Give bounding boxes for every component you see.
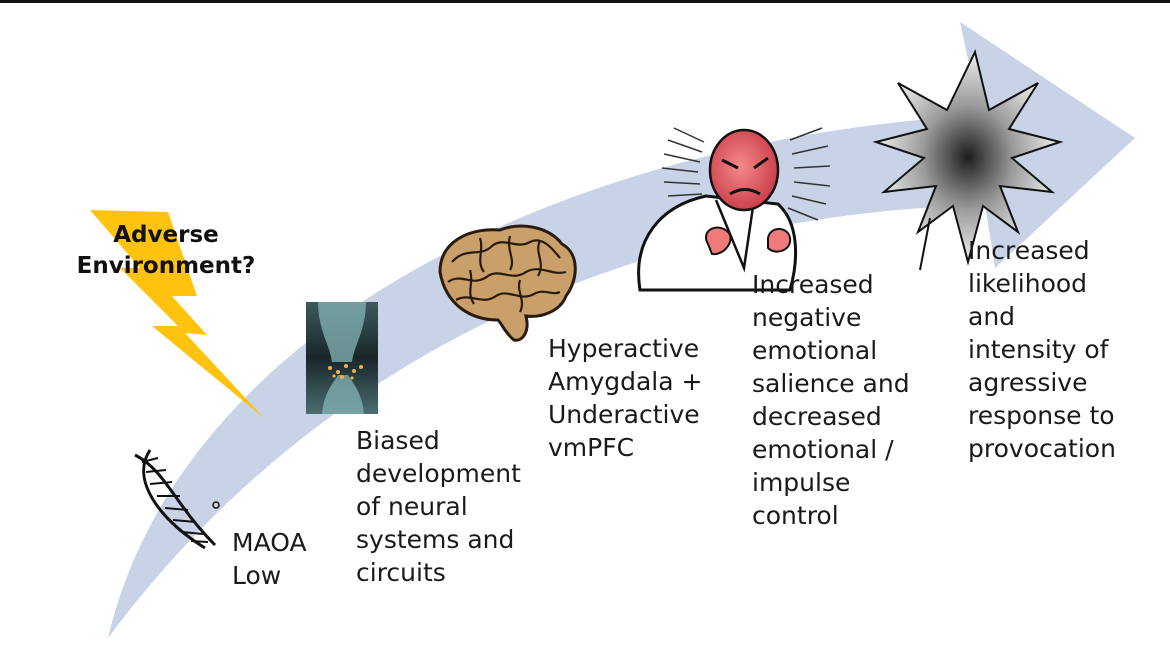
stage-line: Underactive <box>548 400 700 429</box>
stage-biased-development-label: Biased development of neural systems and… <box>356 424 521 589</box>
stage-line: intensity of <box>968 335 1109 364</box>
stage-line: agressive <box>968 368 1088 397</box>
stage-amygdala-label: Hyperactive Amygdala + Underactive vmPFC <box>548 332 702 464</box>
stage-line: control <box>752 501 839 530</box>
lightning-bolt-icon <box>90 210 264 418</box>
stage-line: Hyperactive <box>548 334 700 363</box>
stage-maoa-low-label: MAOA Low <box>232 526 307 592</box>
explosion-star-icon <box>872 49 1064 266</box>
brain-icon <box>438 224 577 342</box>
adverse-line-2: Environment? <box>76 253 256 279</box>
stage-line: development <box>356 459 521 488</box>
stage-line: emotional / <box>752 435 894 464</box>
stage-line: emotional <box>752 336 878 365</box>
stage-line: systems and <box>356 525 515 554</box>
stage-line: salience and <box>752 369 910 398</box>
top-border-rule <box>0 0 1170 3</box>
stage-line: of neural <box>356 492 468 521</box>
stage-line: Increased <box>752 270 874 299</box>
stage-line: response to <box>968 401 1115 430</box>
stage-line: MAOA <box>232 528 307 557</box>
stage-line: provocation <box>968 434 1116 463</box>
dna-helix-icon <box>134 449 220 550</box>
stage-line: Increased <box>968 236 1090 265</box>
stage-line: Amygdala + <box>548 367 703 396</box>
stage-line: decreased <box>752 402 882 431</box>
stage-line: vmPFC <box>548 433 635 462</box>
stage-line: impulse <box>752 468 851 497</box>
progression-arrow <box>108 22 1135 638</box>
adverse-environment-label: Adverse Environment? <box>66 220 266 282</box>
adverse-line-1: Adverse <box>113 222 219 248</box>
stage-line: likelihood <box>968 269 1088 298</box>
stage-line: Biased <box>356 426 440 455</box>
stage-emotional-salience-label: Increased negative emotional salience an… <box>752 268 910 532</box>
stage-line: and <box>968 302 1016 331</box>
angry-man-icon <box>637 127 831 292</box>
synapse-icon <box>306 302 378 414</box>
stage-aggression-label: Increased likelihood and intensity of ag… <box>968 234 1116 465</box>
stage-line: negative <box>752 303 862 332</box>
stage-line: Low <box>232 561 282 590</box>
stage-line: circuits <box>356 558 446 587</box>
